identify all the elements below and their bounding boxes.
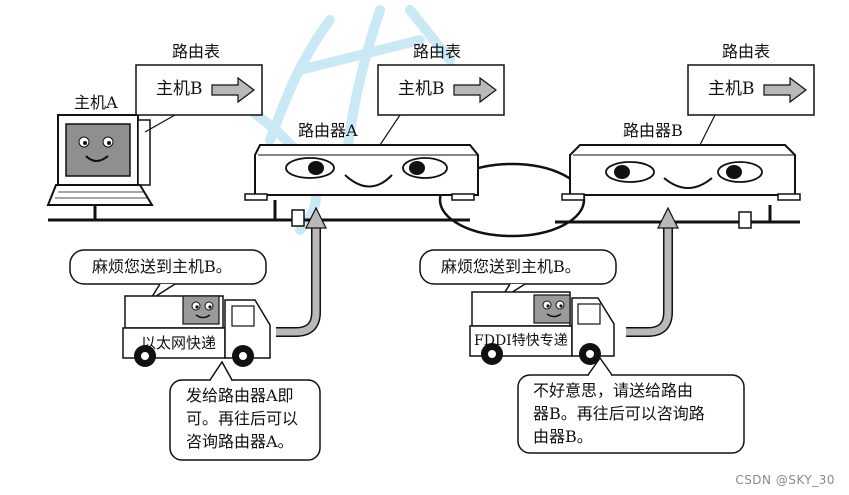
ethernet-segment-b bbox=[555, 205, 800, 224]
host-a-label: 主机A bbox=[74, 93, 118, 112]
delivery-arrow-b bbox=[626, 206, 679, 337]
reply-a-line-2: 可。再往后可以 bbox=[186, 409, 299, 428]
routing-table-a-entry: 主机B bbox=[156, 79, 203, 99]
reply-a-line-1: 发给路由器A即 bbox=[186, 386, 294, 405]
truck-b-label: FDDI特快专递 bbox=[474, 333, 568, 349]
router-b-box bbox=[561, 144, 801, 201]
arrow-right-icon bbox=[211, 76, 255, 104]
arrow-right-icon bbox=[453, 76, 497, 104]
transceiver-b bbox=[738, 211, 752, 229]
reply-a-line-3: 咨询路由器A。 bbox=[186, 432, 294, 451]
truck-a bbox=[122, 295, 271, 367]
request-bubble-b-text: 麻烦您送到主机B。 bbox=[441, 257, 581, 276]
arrow-right-icon bbox=[763, 76, 807, 104]
routing-table-c-box bbox=[687, 64, 815, 146]
csdn-watermark: CSDN @SKY_30 bbox=[735, 473, 835, 487]
request-bubble-a bbox=[69, 249, 267, 301]
request-bubble-b bbox=[419, 249, 617, 301]
transceiver-a bbox=[291, 209, 305, 227]
truck-a-label: 以太网快递 bbox=[141, 334, 217, 352]
router-a-box bbox=[244, 144, 479, 201]
router-b-label: 路由器B bbox=[623, 121, 683, 140]
reply-bubble-b bbox=[517, 356, 745, 454]
truck-b bbox=[469, 291, 615, 365]
delivery-arrow-a bbox=[276, 206, 327, 337]
routing-table-c-title: 路由表 bbox=[722, 42, 771, 61]
reply-b-line-1: 不好意思，请送给路由 bbox=[533, 381, 694, 400]
host-a-computer bbox=[46, 114, 154, 206]
request-bubble-a-text: 麻烦您送到主机B。 bbox=[92, 257, 232, 276]
routing-table-b-title: 路由表 bbox=[413, 42, 462, 61]
reply-b-line-2: 器B。再往后可以咨询路 bbox=[533, 404, 705, 423]
routing-table-a-title: 路由表 bbox=[172, 42, 221, 61]
routing-table-b-box bbox=[377, 64, 505, 146]
routing-table-c-entry: 主机B bbox=[708, 79, 755, 99]
router-a-label: 路由器A bbox=[298, 121, 358, 140]
routing-table-a-box bbox=[135, 64, 263, 133]
routing-table-b-entry: 主机B bbox=[398, 79, 445, 99]
reply-bubble-a bbox=[169, 360, 321, 461]
reply-b-line-3: 由器B。 bbox=[533, 427, 593, 446]
